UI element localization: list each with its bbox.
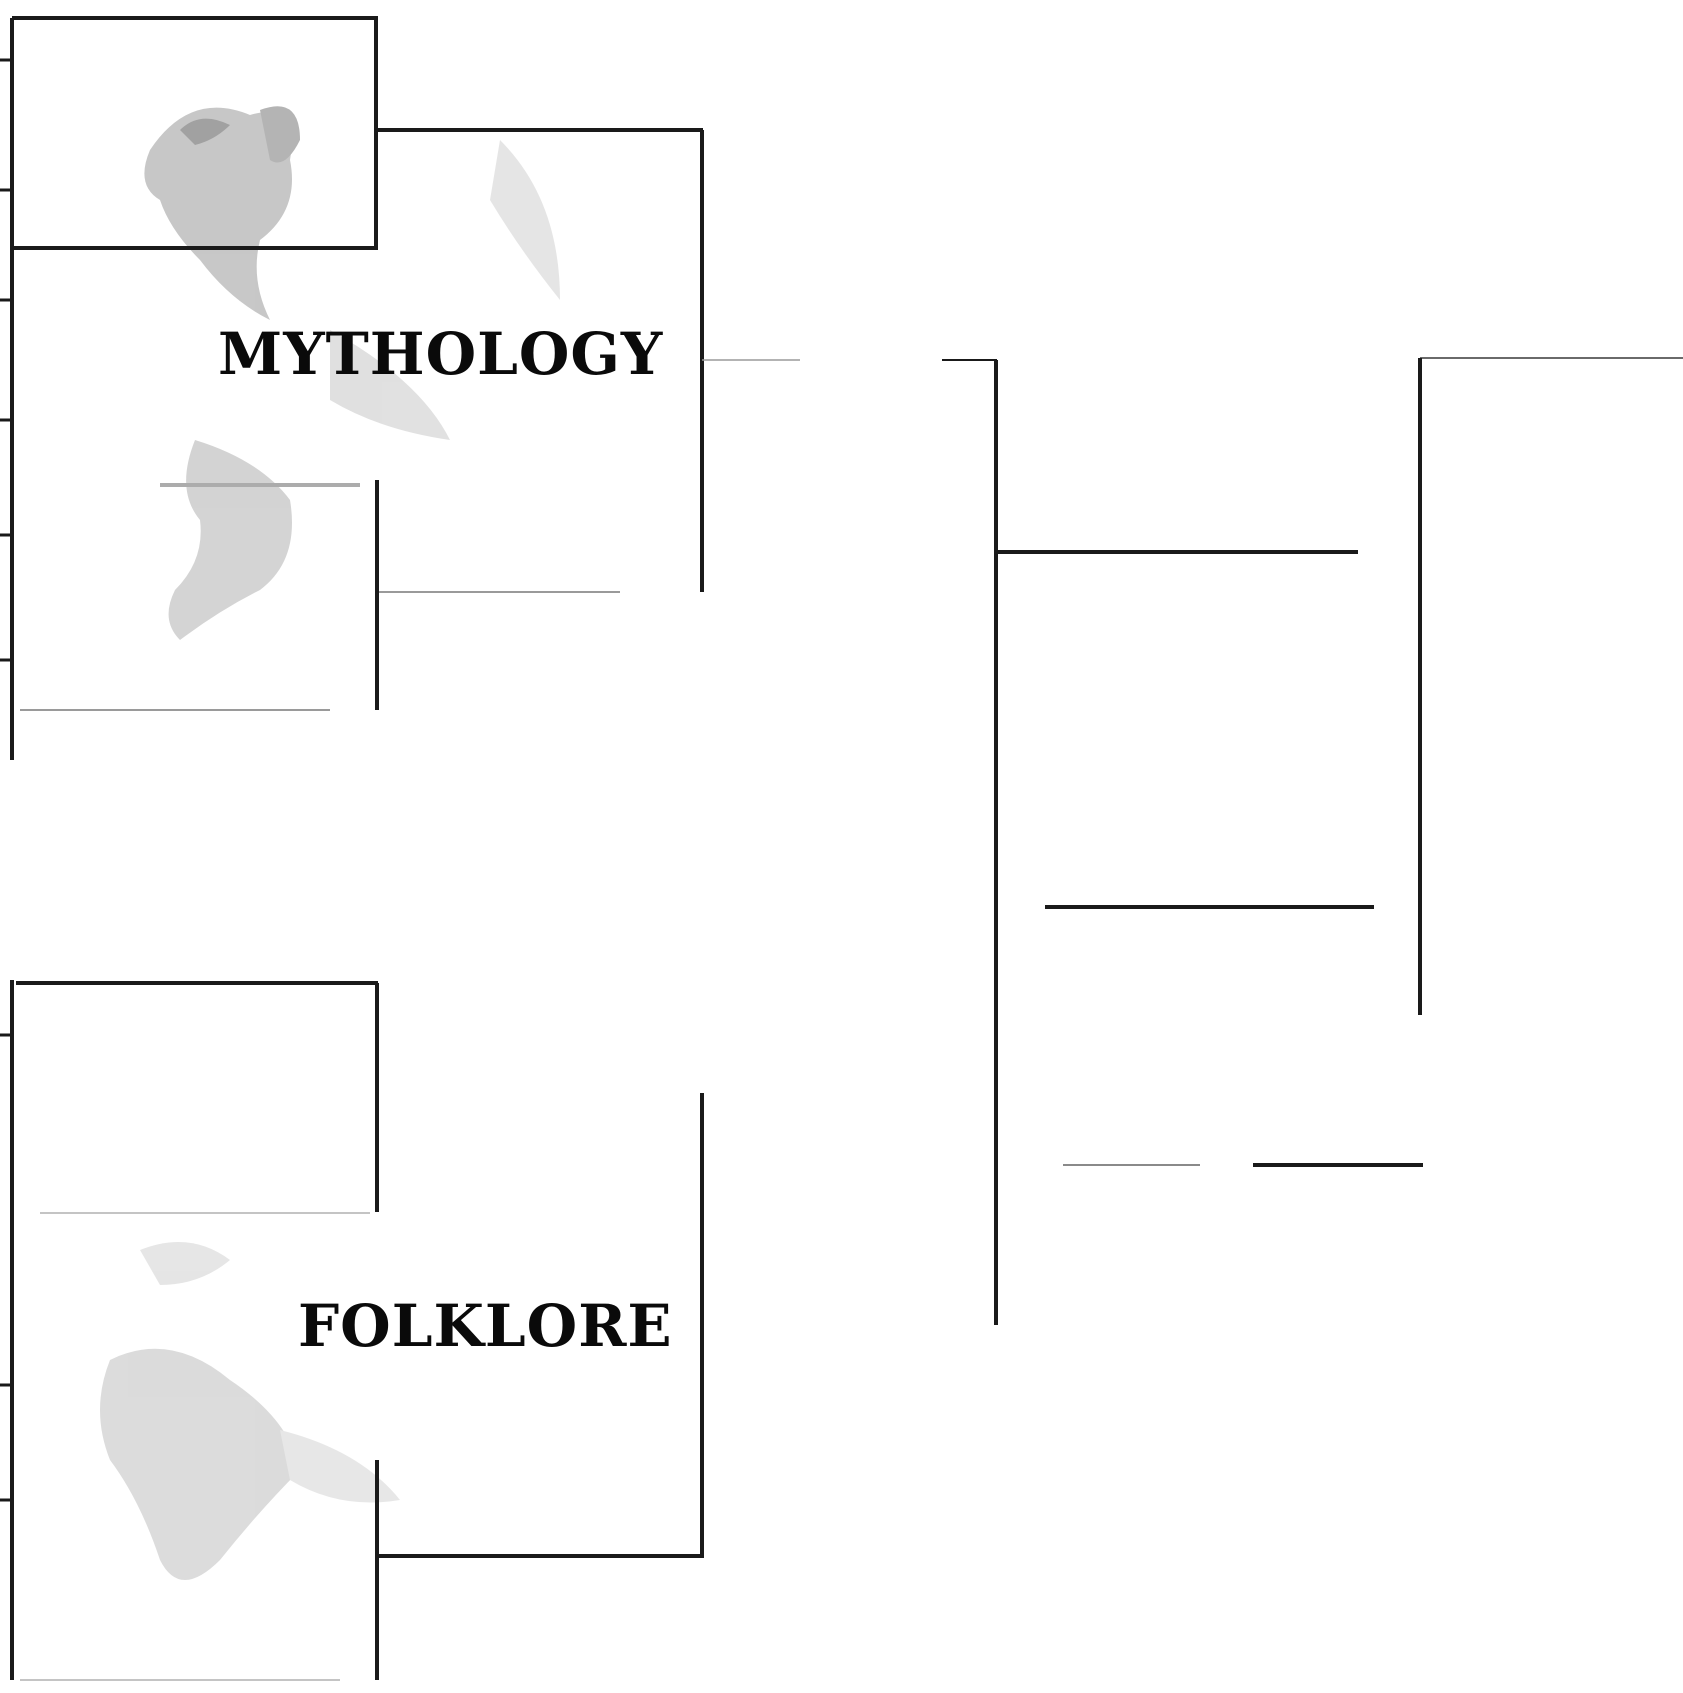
middle-bracket [942, 360, 1423, 1325]
folklore-label: FOLKLORE [298, 1292, 673, 1360]
mythology-label: MYTHOLOGY [218, 320, 663, 388]
right-bracket [1420, 358, 1683, 1015]
